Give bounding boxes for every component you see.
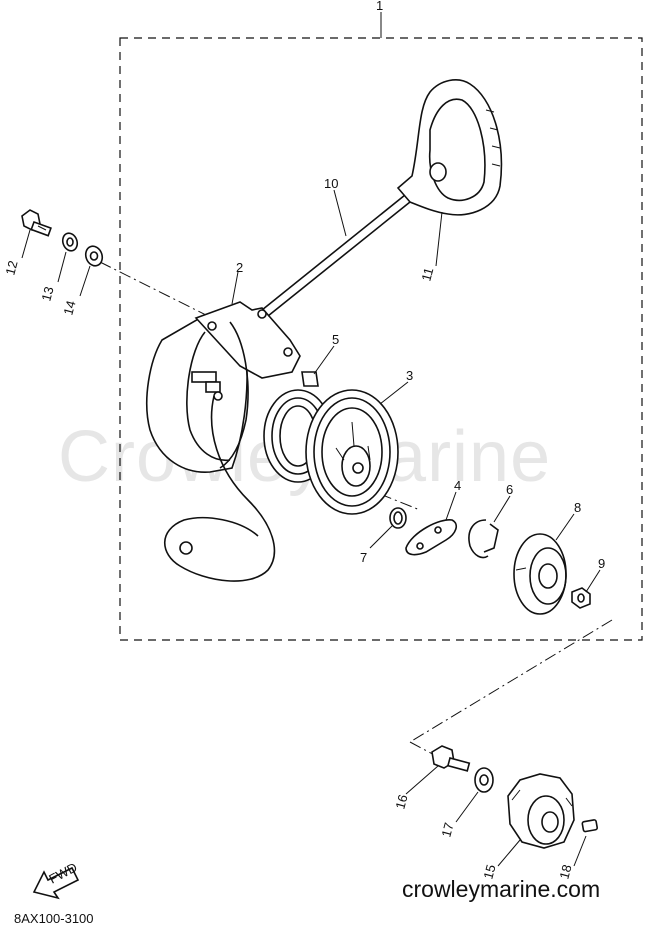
callout-9: 9 [598,556,605,571]
starter-pulley-part-15 [507,773,575,849]
callout-4: 4 [454,478,461,493]
callout-17: 17 [438,821,456,839]
callout-11: 11 [418,266,436,283]
callout-1: 1 [376,0,383,13]
pawl-part-4 [405,519,458,556]
lock-washer-part-13 [61,232,79,252]
fwd-arrow-icon: FWD [32,860,80,900]
callout-14: 14 [60,299,78,317]
callout-12: 12 [2,259,20,277]
washer-part-17 [474,767,494,793]
nut-part-9 [571,587,591,609]
diagram-code: 8AX100-3100 [14,911,94,926]
site-credit: crowleymarine.com [402,876,601,902]
bolt-part-16 [431,745,471,772]
starter-housing-part-2 [145,301,301,473]
starter-rope-part-10 [164,194,411,582]
friction-plate-part-8 [513,533,567,615]
callout-8: 8 [574,500,581,515]
assembly-boundary [119,12,643,641]
starter-handle-part-11 [396,79,503,216]
callout-10: 10 [324,176,338,191]
drive-pulley-part-3 [305,389,399,515]
pawl-spring-part-7 [389,507,407,529]
callout-15: 15 [480,863,498,881]
leader-lines [21,189,601,867]
callout-labels: 12 13 14 2 10 11 5 3 4 6 7 8 9 16 17 15 … [2,0,605,881]
callout-5: 5 [332,332,339,347]
washer-part-14 [84,245,104,267]
callout-16: 16 [392,793,410,811]
callout-13: 13 [38,285,56,303]
bolt-part-12 [21,209,52,237]
key-part-18 [581,819,599,833]
circlip-part-6 [468,519,499,559]
callout-18: 18 [556,863,574,881]
callout-6: 6 [506,482,513,497]
callout-3: 3 [406,368,413,383]
callout-7: 7 [360,550,367,565]
callout-2: 2 [236,260,243,275]
